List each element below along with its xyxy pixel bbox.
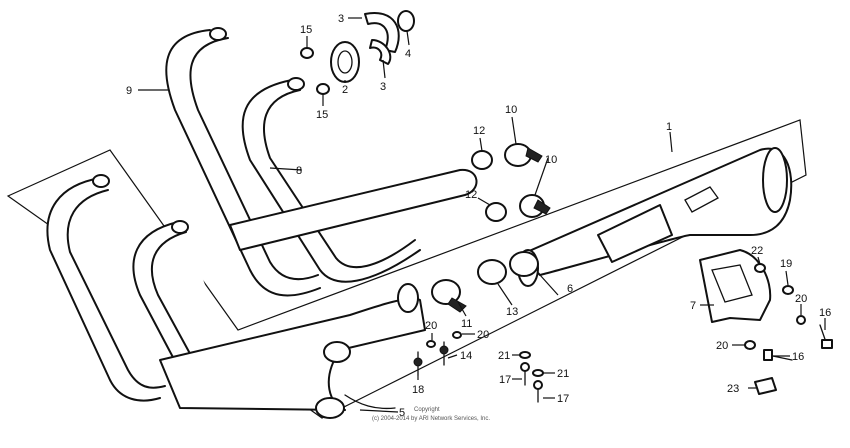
stay-bracket-7[interactable] [699, 249, 772, 323]
band-12[interactable] [471, 150, 507, 222]
callout-20b: 20 [477, 329, 489, 341]
collector-5[interactable] [159, 283, 426, 419]
callout-18: 18 [412, 384, 424, 396]
leader-lines [138, 17, 826, 413]
callout-11: 11 [461, 318, 472, 330]
exhaust-pipe-8[interactable] [229, 77, 478, 283]
callout-16b: 16 [792, 351, 804, 363]
callout-6: 6 [567, 283, 573, 295]
callout-12b: 12 [465, 189, 477, 201]
callout-7: 7 [690, 300, 696, 312]
callout-14: 14 [460, 350, 472, 362]
rubber-23[interactable] [754, 377, 777, 395]
bolt-14[interactable] [439, 341, 449, 366]
callout-16: 16 [819, 307, 831, 319]
joint-collar-3[interactable] [364, 12, 400, 65]
callout-1: 1 [666, 121, 672, 133]
copyright-line-2: (c) 2004-2014 by ARI Network Services, I… [372, 416, 490, 422]
callout-22: 22 [751, 245, 763, 257]
copyright-line-1: Copyright [414, 407, 440, 413]
bolt-16[interactable] [763, 324, 833, 361]
nut-15[interactable] [300, 47, 330, 95]
callout-17: 17 [499, 374, 511, 386]
callout-10: 10 [505, 104, 517, 116]
callout-19: 19 [780, 258, 792, 270]
assembly-outline [6, 119, 807, 419]
callout-15: 15 [300, 24, 312, 36]
callout-20a: 20 [425, 320, 437, 332]
collar-19[interactable] [782, 285, 794, 295]
callout-5: 5 [399, 407, 405, 419]
callout-15b: 15 [316, 109, 328, 121]
callout-8: 8 [296, 165, 302, 177]
bolt-18[interactable] [413, 351, 423, 376]
callout-21b: 21 [557, 368, 569, 380]
callout-labels: 1 2 3 3 4 5 6 7 8 9 10 10 11 12 12 13 14… [126, 13, 831, 419]
gasket-2[interactable] [330, 41, 360, 83]
callout-13: 13 [506, 306, 518, 318]
washer-20[interactable] [426, 315, 806, 350]
callout-20c: 20 [716, 340, 728, 352]
callout-9: 9 [126, 85, 132, 97]
muffler-1[interactable] [517, 147, 793, 287]
callout-4: 4 [405, 48, 411, 60]
band-13[interactable] [477, 251, 539, 285]
callout-3b: 3 [380, 81, 386, 93]
callout-17b: 17 [557, 393, 569, 405]
clamp-10[interactable] [504, 143, 551, 218]
callout-10b: 10 [545, 154, 557, 166]
seal-ring-4[interactable] [397, 10, 415, 32]
bolt-17[interactable] [520, 362, 543, 403]
callout-20d: 20 [795, 293, 807, 305]
callout-2: 2 [342, 84, 348, 96]
callout-12: 12 [473, 125, 485, 137]
callout-21: 21 [498, 350, 510, 362]
collar-22[interactable] [754, 263, 766, 273]
callout-23: 23 [727, 383, 739, 395]
callout-3: 3 [338, 13, 344, 25]
